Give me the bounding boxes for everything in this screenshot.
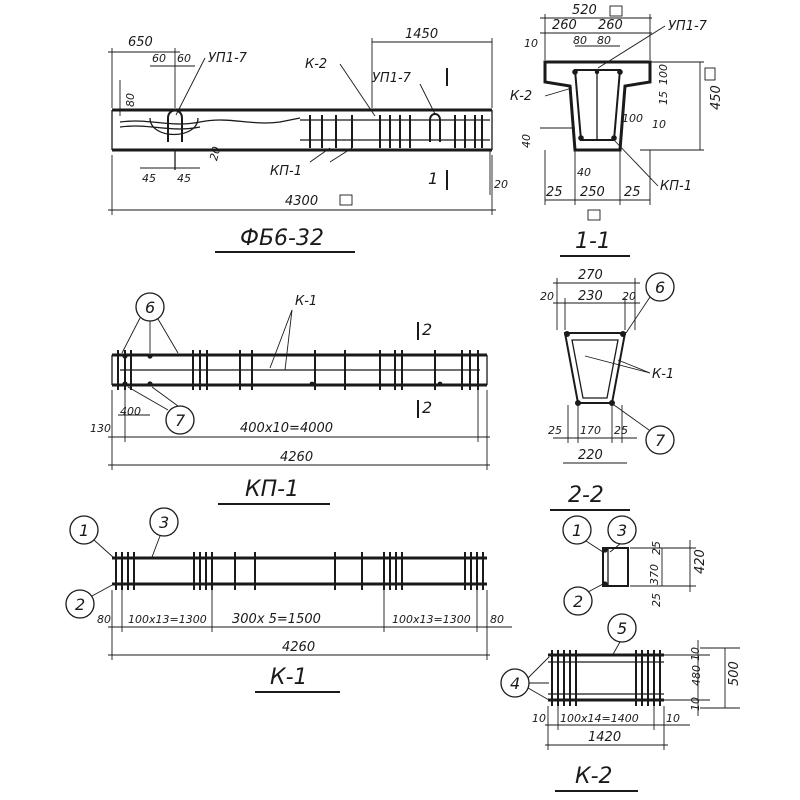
kp1-elevation: 6 7 К-1 2 2 400 130 400x10=4000 4260 КП-… bbox=[90, 292, 490, 505]
k2-dim-1420: 1420 bbox=[588, 730, 621, 745]
fb-dim-60b: 60 bbox=[177, 52, 191, 65]
k1s-mark-2: 2 bbox=[573, 592, 583, 611]
k2-dim-10d: 10 bbox=[666, 712, 680, 725]
fb-dim-20b: 20 bbox=[494, 178, 508, 191]
k1-mark-3: 3 bbox=[159, 513, 169, 532]
section-2-2: 270 20 230 20 6 К-1 7 25 170 25 220 2-2 bbox=[540, 268, 675, 511]
s22-dim-20b: 20 bbox=[622, 290, 636, 303]
k2-dim-10a: 10 bbox=[689, 647, 702, 661]
k1s-mark-1: 1 bbox=[572, 521, 582, 540]
k1-dim-s3: 100x13=1300 bbox=[392, 613, 471, 626]
kp1-section-mark-top: 2 bbox=[422, 320, 432, 339]
fb-label-upi-b: УП1-7 bbox=[372, 71, 412, 86]
fb-label-kp1: КП-1 bbox=[270, 164, 302, 179]
kp1-dim-4260: 4260 bbox=[280, 450, 313, 465]
s11-dim-15: 15 bbox=[657, 91, 670, 105]
k2-elevation: 4 5 10 480 10 500 10 100x14=1400 10 1420… bbox=[500, 613, 742, 792]
s11-dim-450: 450 bbox=[709, 85, 724, 110]
k2-dim-span: 100x14=1400 bbox=[560, 712, 639, 725]
kp1-label-k1: К-1 bbox=[295, 294, 317, 309]
k2-dim-10b: 10 bbox=[689, 697, 702, 711]
s11-title: 1-1 bbox=[575, 229, 611, 254]
fb-dim-4300: 4300 bbox=[285, 194, 318, 209]
s11-dim-40b: 40 bbox=[577, 166, 591, 179]
s11-dim-25a: 25 bbox=[546, 185, 563, 200]
fb-elevation: 650 1450 60 60 80 45 45 20 20 4300 УП1-7… bbox=[108, 27, 508, 253]
s11-label-k2: К-2 bbox=[510, 89, 532, 104]
fb-dim-650: 650 bbox=[128, 35, 153, 50]
fb-label-upi-a: УП1-7 bbox=[208, 51, 248, 66]
s22-dim-270: 270 bbox=[578, 268, 603, 283]
k1-dim-s2: 300x 5=1500 bbox=[232, 612, 321, 627]
k2-mark-4: 4 bbox=[510, 674, 520, 693]
kp1-dim-130: 130 bbox=[90, 422, 111, 435]
s11-dim-40a: 40 bbox=[520, 134, 533, 148]
s22-dim-20a: 20 bbox=[540, 290, 554, 303]
k2-bars bbox=[548, 650, 664, 706]
fb-dim-45b: 45 bbox=[177, 172, 191, 185]
s22-dim-230: 230 bbox=[578, 289, 603, 304]
s11-dim-10: 10 bbox=[524, 37, 538, 50]
fb-title: ФБ6-32 bbox=[240, 226, 324, 251]
s11-label-upi: УП1-7 bbox=[668, 19, 708, 34]
k1-elevation: 1 3 2 80 100x13=1300 300x 5=1500 100x13=… bbox=[65, 507, 708, 693]
s11-dim-100b: 100 bbox=[622, 112, 643, 125]
s22-mark-7: 7 bbox=[655, 431, 666, 450]
fb-rebars bbox=[300, 113, 490, 148]
k1-dim-s1: 100x13=1300 bbox=[128, 613, 207, 626]
k2-title: К-2 bbox=[575, 764, 613, 789]
s11-dim-80a: 80 bbox=[573, 34, 587, 47]
k1-mark-1: 1 bbox=[79, 521, 89, 540]
k1-dim-80a: 80 bbox=[97, 613, 111, 626]
fb-dim-45a: 45 bbox=[142, 172, 156, 185]
s11-dim-80b: 80 bbox=[597, 34, 611, 47]
s11-dim-250: 250 bbox=[580, 185, 605, 200]
s11-dim-10b: 10 bbox=[652, 118, 666, 131]
section-1-1: 520 260 260 80 80 10 100 15 450 40 40 10… bbox=[510, 3, 724, 257]
k2-mark-5: 5 bbox=[617, 619, 627, 638]
s11-dim-260a: 260 bbox=[552, 18, 577, 33]
k2-dim-10c: 10 bbox=[532, 712, 546, 725]
s22-label-k1: К-1 bbox=[652, 367, 674, 382]
fb-label-k2: К-2 bbox=[305, 57, 327, 72]
s22-dim-25a: 25 bbox=[548, 424, 562, 437]
fb-section-mark: 1 bbox=[428, 169, 438, 188]
s11-dim-520: 520 bbox=[572, 3, 597, 18]
fb-dim-80: 80 bbox=[124, 93, 137, 107]
k2-dim-500: 500 bbox=[727, 661, 742, 686]
kp1-dim-span: 400x10=4000 bbox=[240, 421, 333, 436]
fb-dim-20a: 20 bbox=[207, 145, 223, 162]
k1s-dim-25a: 25 bbox=[650, 541, 663, 555]
kp1-title: КП-1 bbox=[245, 477, 299, 502]
k1-title: К-1 bbox=[270, 665, 308, 690]
fb-dim-60a: 60 bbox=[152, 52, 166, 65]
k1-mark-2: 2 bbox=[75, 595, 85, 614]
fb-dim-1450: 1450 bbox=[405, 27, 438, 42]
s11-dim-260b: 260 bbox=[598, 18, 623, 33]
k1s-mark-3: 3 bbox=[617, 521, 627, 540]
kp1-mark-6: 6 bbox=[145, 298, 155, 317]
s11-dim-100: 100 bbox=[657, 64, 670, 85]
s11-label-kp1: КП-1 bbox=[660, 179, 692, 194]
s22-mark-6: 6 bbox=[655, 278, 665, 297]
k1-dim-4260: 4260 bbox=[282, 640, 315, 655]
kp1-mark-7: 7 bbox=[175, 411, 186, 430]
k1s-dim-25b: 25 bbox=[650, 593, 663, 607]
k2-dim-480: 480 bbox=[690, 665, 703, 686]
k1-dim-80b: 80 bbox=[490, 613, 504, 626]
k1-bars bbox=[115, 552, 484, 590]
s11-dim-25b: 25 bbox=[624, 185, 641, 200]
s22-dim-170: 170 bbox=[580, 424, 601, 437]
s22-title: 2-2 bbox=[568, 483, 604, 508]
s22-dim-25b: 25 bbox=[614, 424, 628, 437]
k1s-dim-420: 420 bbox=[693, 549, 708, 574]
kp1-section-mark-bot: 2 bbox=[422, 398, 432, 417]
s22-dim-220: 220 bbox=[578, 448, 603, 463]
k1s-dim-370: 370 bbox=[648, 564, 661, 585]
kp1-dim-400: 400 bbox=[120, 405, 141, 418]
